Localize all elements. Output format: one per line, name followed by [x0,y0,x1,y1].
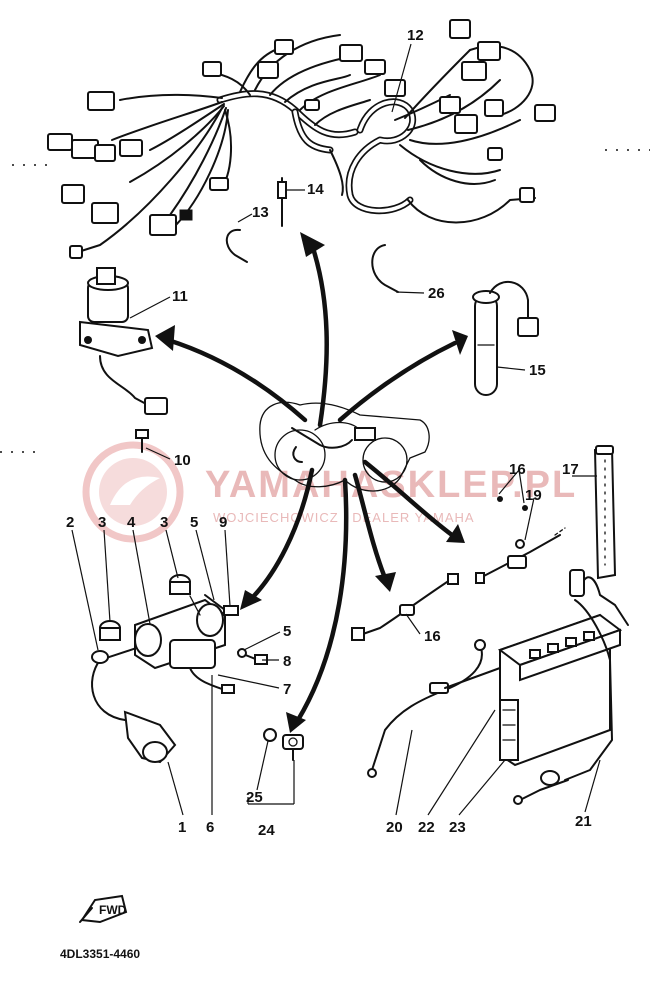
callout-14: 14 [307,181,324,198]
callout-10: 10 [174,452,191,469]
callout-5-top: 5 [190,514,198,531]
part-11-main-switch [79,267,168,415]
callout-11: 11 [172,288,188,305]
watermark-logo-icon [82,441,184,543]
callout-26: 26 [428,285,445,302]
callout-7: 7 [283,681,291,698]
leader-lines [71,43,601,816]
callout-17: 17 [562,461,579,478]
callout-15: 15 [529,362,546,379]
callout-24: 24 [258,822,275,839]
battery-cells [529,631,595,659]
callout-numbers: 1 2 3 3 4 5 5 6 7 8 9 10 11 12 13 14 15 … [66,27,592,839]
callout-2: 2 [66,514,74,531]
callout-16-top: 16 [509,461,526,478]
callout-25: 25 [246,789,263,806]
callout-4: 4 [127,514,136,531]
callout-1: 1 [178,819,186,836]
part-17-battery-band [593,445,617,580]
part-16-lead-middle [351,573,459,641]
callout-6: 6 [206,819,214,836]
callout-8: 8 [283,653,291,670]
callout-23: 23 [449,819,466,836]
callout-12: 12 [407,27,424,44]
part-24-switch [263,728,304,761]
location-arrows [155,232,468,733]
motorcycle-outline [259,401,430,492]
front-direction-badge: FWD [79,894,128,924]
callout-9: 9 [219,514,227,531]
battery [497,613,623,767]
front-badge-text: FWD [99,903,127,917]
part-10-bolt [135,429,149,453]
callout-19: 19 [525,487,542,504]
part-26-band-clip [371,244,399,293]
callout-16-middle: 16 [424,628,441,645]
ignition-coil-assembly [91,574,268,764]
callout-5-right: 5 [283,623,291,640]
callout-3-left: 3 [98,514,106,531]
part-13-band-clip [225,228,248,263]
drawing-code: 4DL3351-4460 [60,947,140,961]
callout-3-right: 3 [160,514,168,531]
part-16-19-lead [475,496,566,584]
sheet-edge-marks [0,149,650,453]
wire-harness [47,19,556,259]
callout-22: 22 [418,819,435,836]
watermark-subline: WOJCIECHOWICZ | DEALER YAMAHA [213,510,475,525]
part-15-sensor [472,280,539,396]
callout-20: 20 [386,819,403,836]
battery-cables [367,569,629,805]
callout-21: 21 [575,813,592,830]
callout-13: 13 [252,204,269,221]
part-14-clip [277,177,287,227]
